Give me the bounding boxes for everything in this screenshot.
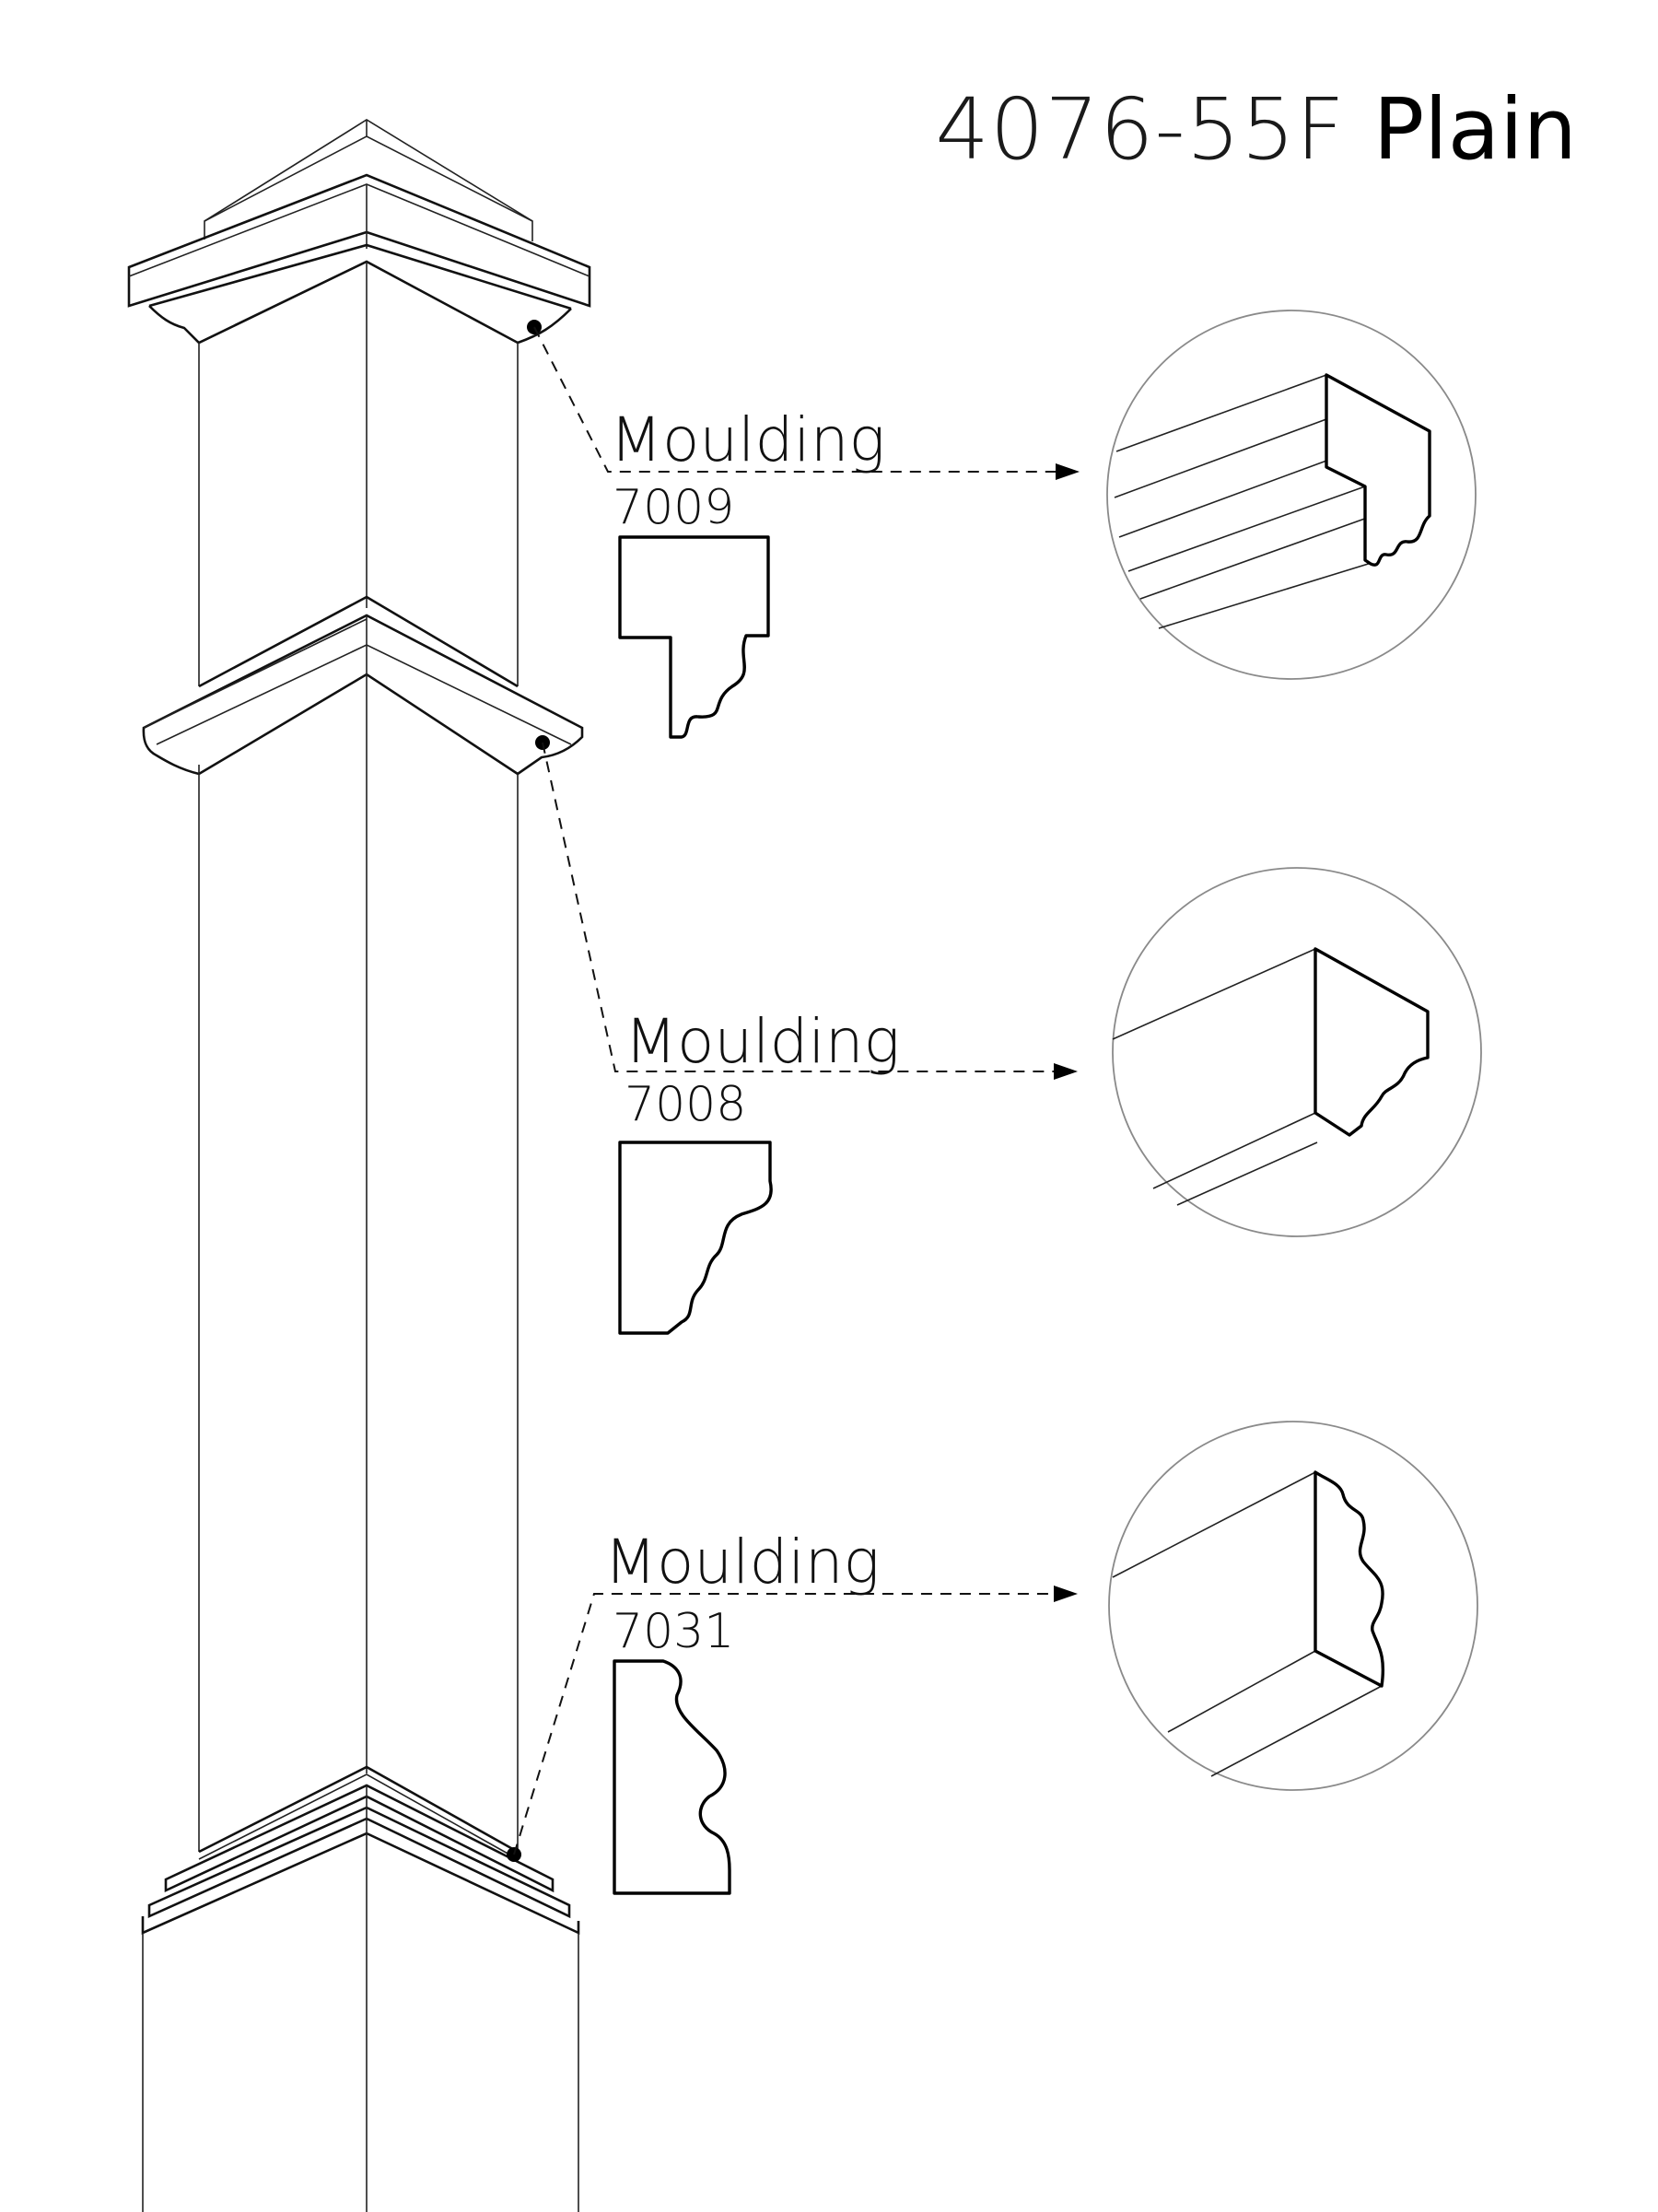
product-style: Plain — [1373, 80, 1577, 179]
cap-top-plinth — [204, 119, 533, 241]
base-collar — [141, 1765, 580, 1936]
detail-circle — [1106, 310, 1477, 680]
callout-moulding-7031: Moulding 7031 — [507, 1421, 1478, 1895]
callout-moulding-7009: Moulding 7009 — [527, 310, 1477, 739]
lower-shaft — [198, 674, 519, 1852]
profile-7031 — [613, 1659, 731, 1895]
detail-circle — [1112, 867, 1482, 1237]
moulding-number: 7008 — [625, 1077, 746, 1132]
moulding-label: Moulding — [604, 1527, 880, 1598]
page-title: 4076-55F Plain — [935, 80, 1577, 179]
arrow-head — [1054, 1586, 1078, 1602]
column-illustration — [127, 119, 591, 2212]
cap-top-moulding — [127, 173, 591, 357]
detail-moulding-7009 — [1114, 373, 1431, 629]
arrow-head — [1056, 463, 1080, 480]
profile-7008 — [618, 1141, 773, 1335]
upper-shaft — [198, 262, 519, 686]
detail-circle — [1108, 1421, 1478, 1791]
product-code: 4076-55F — [935, 80, 1345, 179]
middle-collar — [142, 595, 584, 776]
profile-7009 — [618, 535, 770, 739]
arrow-head — [1054, 1063, 1078, 1080]
leader-line — [513, 1593, 1057, 1855]
moulding-number: 7031 — [613, 1604, 734, 1659]
detail-moulding-7031 — [1112, 1470, 1385, 1777]
leader-line — [533, 326, 1059, 473]
moulding-number: 7009 — [613, 480, 734, 535]
moulding-label: Moulding — [610, 404, 885, 475]
detail-moulding-7008 — [1112, 947, 1430, 1206]
moulding-label: Moulding — [625, 1006, 900, 1077]
leader-line — [542, 742, 1057, 1072]
base-plinth — [142, 1833, 579, 2212]
callout-moulding-7008: Moulding 7008 — [535, 735, 1482, 1335]
